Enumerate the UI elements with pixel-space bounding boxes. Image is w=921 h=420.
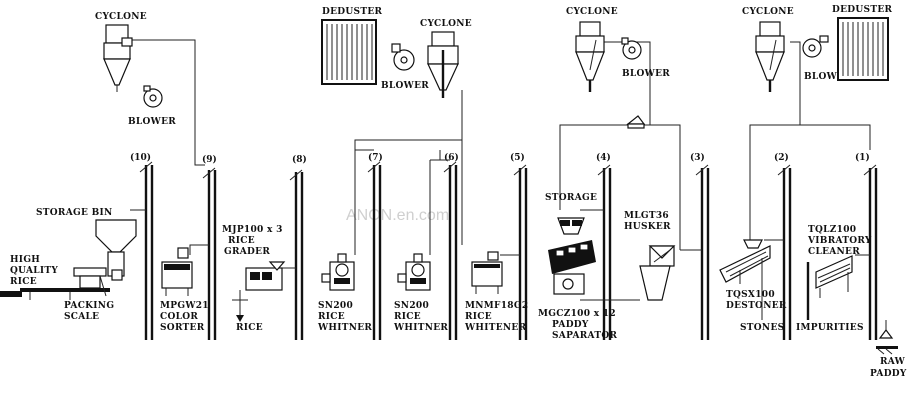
label-high-quality-rice-line-3: RICE	[10, 277, 37, 287]
label-destoner-line-1: TQSX100	[726, 290, 775, 300]
label-vibratory-cleaner-line-1: TQLZ100	[808, 225, 856, 235]
label-raw-paddy-line-2: PADDY	[870, 369, 907, 379]
deduster-1-icon	[321, 19, 377, 85]
label-cyclone-2: CYCLONE	[420, 19, 472, 29]
label-blower-1: BLOWER	[128, 117, 176, 127]
label-packing-scale-line-1: PACKING	[64, 301, 114, 311]
label-deduster-1: DEDUSTER	[322, 7, 382, 17]
label-cyclone-3: CYCLONE	[566, 7, 618, 17]
label-vibratory-cleaner-line-2: VIBRATORY	[807, 236, 872, 246]
elevator-label-8: (8)	[292, 154, 307, 165]
elevator-label-1: (1)	[855, 152, 870, 163]
cyclone-1	[103, 24, 133, 92]
blower-2-icon	[391, 43, 415, 71]
label-rice-grader-line-1: MJP100 x 3	[222, 225, 283, 235]
separator-hopper-icon	[626, 115, 646, 129]
elevator-3	[695, 164, 710, 340]
duct-lines	[120, 39, 871, 250]
label-whitener-2-line-3: WHITNER	[393, 323, 448, 333]
label-whitener-3-line-2: RICE	[465, 312, 492, 322]
label-cyclone-1: CYCLONE	[95, 12, 147, 22]
raw-paddy-intake-icon	[876, 320, 898, 355]
whitener-3-icon	[471, 251, 503, 294]
elevator-9	[202, 167, 217, 340]
elevator-label-7: (7)	[368, 152, 383, 163]
label-deduster-2: DEDUSTER	[832, 5, 892, 15]
elevator-5	[513, 164, 528, 340]
rice-grader-icon	[232, 261, 286, 315]
label-impurities: IMPURITIES	[796, 323, 864, 333]
label-blower-2: BLOWER	[381, 81, 429, 91]
blower-4-icon	[802, 35, 829, 58]
elevator-10	[139, 161, 154, 340]
label-color-sorter-line-3: SORTER	[160, 323, 205, 333]
elevator-1	[863, 164, 878, 340]
elevator-6	[443, 161, 458, 340]
label-high-quality-rice-line-2: QUALITY	[10, 266, 58, 276]
elevator-label-10: (10)	[130, 152, 151, 163]
deduster-2-icon	[837, 17, 889, 81]
elevator-label-3: (3)	[690, 152, 705, 163]
vibratory-cleaner-icon	[806, 255, 853, 320]
label-whitener-1-line-3: WHITNER	[317, 323, 372, 333]
label-whitener-3-line-1: MNMF18G2	[465, 301, 528, 311]
label-paddy-separator-line-3: SAPARATOR	[552, 331, 617, 341]
label-packing-scale-line-2: SCALE	[64, 312, 99, 322]
color-sorter-icon	[161, 247, 193, 296]
label-destoner-line-2: DESTONER	[726, 301, 787, 311]
label-raw-paddy-line-1: RAW	[880, 357, 906, 367]
label-storage-bin: STORAGE BIN	[36, 208, 113, 218]
label-rice-output: RICE	[236, 323, 263, 333]
elevator-label-9: (9)	[202, 154, 217, 165]
label-whitener-3-line-3: WHITENER	[464, 323, 527, 333]
elevator-8	[289, 169, 304, 340]
husker-icon	[639, 245, 676, 301]
label-vibratory-cleaner-line-3: CLEANER	[808, 247, 860, 257]
label-whitener-1-line-2: RICE	[318, 312, 345, 322]
label-color-sorter-line-2: COLOR	[160, 312, 198, 322]
cyclone-2	[427, 31, 459, 98]
label-stones: STONES	[740, 323, 784, 333]
destoner-icon	[719, 239, 771, 284]
label-blower-4: BLOWER	[804, 72, 852, 82]
rice-output-arrow-icon	[236, 315, 244, 322]
whitener-1-icon	[321, 253, 355, 291]
label-husker-line-1: MLGT36	[624, 211, 669, 221]
blower-1-icon	[143, 85, 163, 108]
label-color-sorter-line-1: MPGW21	[160, 301, 209, 311]
elevator-4	[597, 164, 612, 340]
label-husker-line-2: HUSKER	[624, 222, 671, 232]
paddy-separator-icon	[548, 217, 596, 295]
blower-3-icon	[621, 37, 642, 60]
label-storage: STORAGE	[545, 193, 597, 203]
whitener-2-icon	[397, 253, 431, 291]
elevator-label-6: (6)	[444, 152, 459, 163]
cyclone-4	[755, 21, 785, 92]
label-blower-3: BLOWER	[622, 69, 670, 79]
label-paddy-separator-line-2: PADDY	[552, 320, 589, 330]
elevator-label-2: (2)	[774, 152, 789, 163]
feed-lines	[130, 149, 870, 301]
watermark: ANON.en.com	[346, 207, 449, 224]
label-cyclone-4: CYCLONE	[742, 7, 794, 17]
label-high-quality-rice-line-1: HIGH	[10, 255, 40, 265]
cyclone-3	[575, 21, 605, 92]
label-rice-grader-line-3: GRADER	[224, 247, 270, 257]
elevator-label-4: (4)	[596, 152, 611, 163]
packing-scale-icon	[0, 267, 110, 300]
elevator-2	[777, 164, 792, 340]
storage-bin-icon	[95, 219, 137, 281]
label-whitener-1-line-1: SN200	[318, 301, 353, 311]
label-whitener-2-line-1: SN200	[394, 301, 429, 311]
label-whitener-2-line-2: RICE	[394, 312, 421, 322]
label-rice-grader-line-2: RICE	[228, 236, 255, 246]
label-paddy-separator-line-1: MGCZ100 x 12	[538, 309, 616, 319]
elevator-7	[367, 161, 382, 340]
elevator-label-5: (5)	[510, 152, 525, 163]
